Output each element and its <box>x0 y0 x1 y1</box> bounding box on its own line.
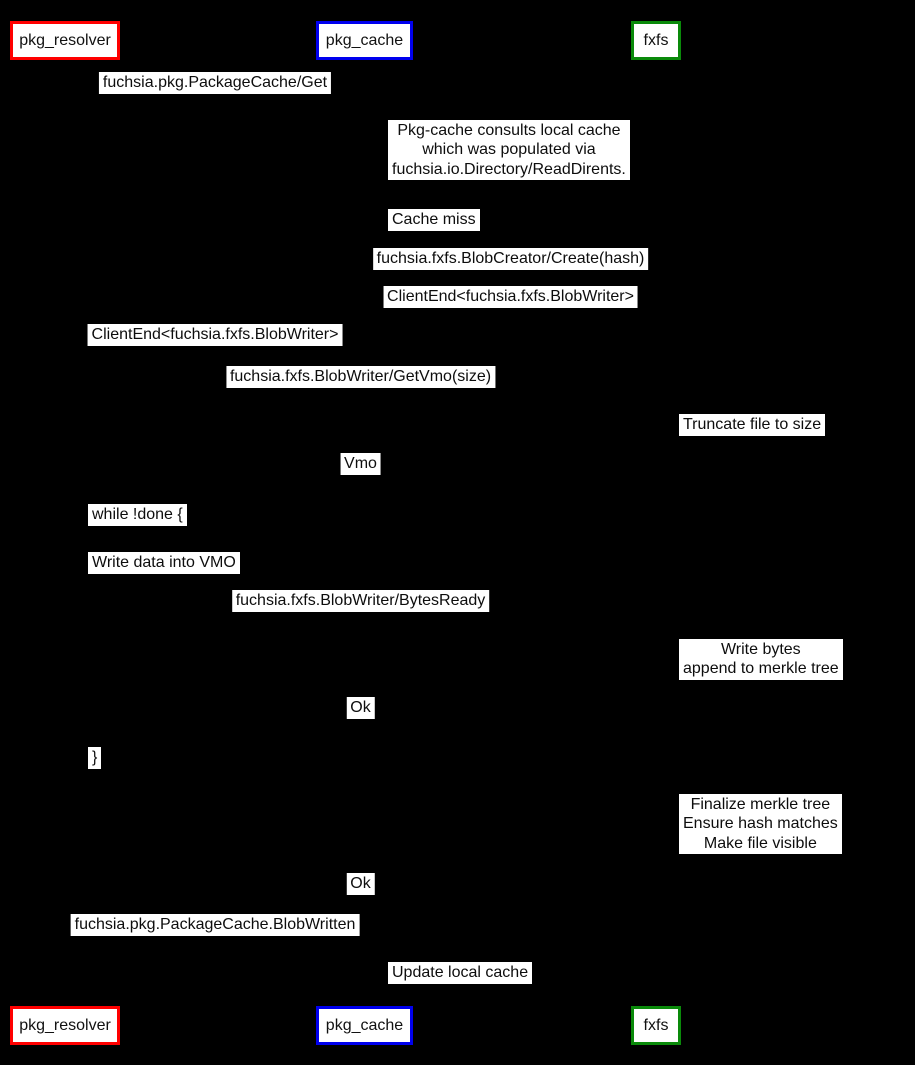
message-label: fuchsia.fxfs.BlobWriter/GetVmo(size) <box>225 366 496 388</box>
actor-box-pkg_cache-bottom: pkg_cache <box>316 1006 413 1045</box>
note-label: Finalize merkle tree Ensure hash matches… <box>679 793 842 855</box>
message-label: Ok <box>346 873 375 895</box>
actor-label: pkg_resolver <box>19 1016 111 1034</box>
note-label: Update local cache <box>388 962 533 984</box>
message-label: Ok <box>346 697 375 719</box>
actor-label: pkg_cache <box>325 1016 404 1034</box>
note-label: Write bytes append to merkle tree <box>679 638 843 680</box>
message-label: Vmo <box>340 453 381 475</box>
message-label: fuchsia.fxfs.BlobWriter/BytesReady <box>231 590 490 612</box>
actor-box-pkg_resolver-top: pkg_resolver <box>10 21 120 60</box>
note-label: Cache miss <box>388 209 480 231</box>
note-label: Write data into VMO <box>88 552 240 574</box>
actor-box-fxfs-top: fxfs <box>631 21 681 60</box>
note-label: Truncate file to size <box>679 414 826 436</box>
note-label: Pkg-cache consults local cache which was… <box>388 119 630 181</box>
message-label: ClientEnd<fuchsia.fxfs.BlobWriter> <box>383 286 638 308</box>
actor-box-pkg_cache-top: pkg_cache <box>316 21 413 60</box>
note-label: while !done { <box>88 504 187 526</box>
note-label: } <box>88 747 102 769</box>
message-label: fuchsia.pkg.PackageCache/Get <box>98 72 332 94</box>
message-label: fuchsia.fxfs.BlobCreator/Create(hash) <box>372 248 649 270</box>
message-label: fuchsia.pkg.PackageCache.BlobWritten <box>70 914 360 936</box>
actor-box-fxfs-bottom: fxfs <box>631 1006 681 1045</box>
actor-label: pkg_cache <box>325 31 404 49</box>
actor-label: fxfs <box>643 31 669 49</box>
actor-box-pkg_resolver-bottom: pkg_resolver <box>10 1006 120 1045</box>
actor-label: fxfs <box>643 1016 669 1034</box>
message-label: ClientEnd<fuchsia.fxfs.BlobWriter> <box>87 324 343 346</box>
actor-label: pkg_resolver <box>19 31 111 49</box>
